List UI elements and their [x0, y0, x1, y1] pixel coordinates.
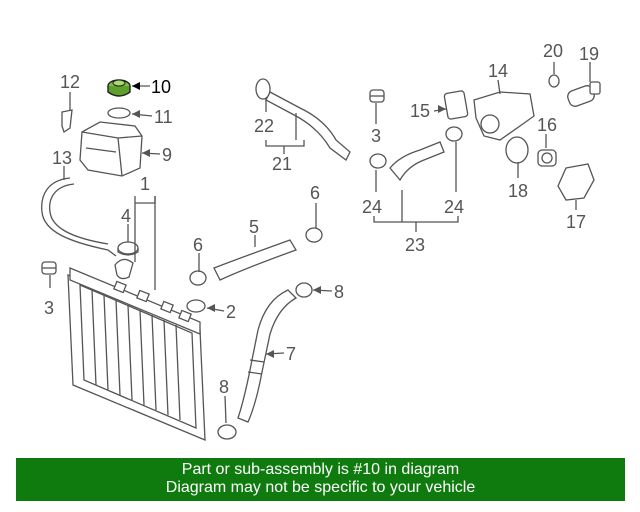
callout-8-right[interactable]: 8: [334, 282, 344, 302]
callout-15[interactable]: 15: [410, 101, 430, 121]
callouts: 1 2 3 3 4 5 6 6 7 8 8 9 10 11 12 13 14 1…: [44, 41, 599, 397]
radiator-mount-left[interactable]: [41, 261, 57, 275]
lower-radiator-hose[interactable]: [237, 289, 298, 423]
bypass-hose[interactable]: [389, 141, 445, 182]
callout-12[interactable]: 12: [60, 72, 80, 92]
callout-6-left[interactable]: 6: [193, 235, 203, 255]
callout-1[interactable]: 1: [140, 174, 150, 194]
callout-19[interactable]: 19: [579, 44, 599, 64]
housing-gasket[interactable]: [443, 90, 469, 120]
temperature-sensor[interactable]: [566, 81, 601, 108]
coolant-pipe[interactable]: [265, 91, 351, 161]
callout-24-right[interactable]: 24: [444, 197, 464, 217]
callout-2[interactable]: 2: [226, 302, 236, 322]
callout-10-highlighted[interactable]: 10: [151, 77, 171, 97]
callout-5[interactable]: 5: [249, 217, 259, 237]
hose-clamp-6-upper[interactable]: [305, 227, 323, 243]
thermostat[interactable]: [537, 149, 557, 167]
arrowheads: [132, 82, 446, 358]
thermostat-housing[interactable]: [557, 163, 595, 201]
callout-17[interactable]: 17: [566, 212, 586, 232]
hose-clamp-8-lower[interactable]: [217, 424, 237, 440]
upper-radiator-hose[interactable]: [213, 239, 297, 281]
sensor-washer[interactable]: [548, 74, 560, 88]
banner-line-1: Part or sub-assembly is #10 in diagram: [181, 461, 460, 478]
callout-3-left[interactable]: 3: [44, 298, 54, 318]
callout-3-right[interactable]: 3: [371, 126, 381, 146]
pipe-o-ring[interactable]: [255, 78, 271, 100]
callout-24-left[interactable]: 24: [362, 197, 382, 217]
callout-7[interactable]: 7: [286, 344, 296, 364]
reservoir-o-ring[interactable]: [107, 107, 131, 119]
callout-8-bottom[interactable]: 8: [219, 377, 229, 397]
callout-16[interactable]: 16: [537, 115, 557, 135]
callout-22[interactable]: 22: [254, 116, 274, 136]
reservoir-cap-highlighted[interactable]: [107, 79, 131, 97]
banner-line-2: Diagram may not be specific to your vehi…: [165, 479, 476, 496]
thermostat-gasket[interactable]: [505, 136, 529, 164]
hose-clamp-2[interactable]: [186, 299, 206, 313]
callout-23[interactable]: 23: [405, 235, 425, 255]
callout-21[interactable]: 21: [272, 154, 292, 174]
callout-9[interactable]: 9: [162, 145, 172, 165]
radiator-mount-right[interactable]: [369, 89, 385, 103]
callout-13[interactable]: 13: [52, 148, 72, 168]
reservoir-bracket[interactable]: [61, 109, 73, 134]
hose-clamp-24-left[interactable]: [369, 153, 387, 169]
callout-11[interactable]: 11: [154, 107, 173, 127]
overflow-hose[interactable]: [41, 177, 117, 257]
hose-clamp-8-upper[interactable]: [295, 282, 313, 298]
hose-clamp-24-right[interactable]: [445, 126, 463, 142]
callout-6-right[interactable]: 6: [310, 183, 320, 203]
callout-18[interactable]: 18: [508, 181, 528, 201]
callout-4[interactable]: 4: [121, 206, 131, 226]
hose-clamp-6-lower[interactable]: [189, 270, 207, 286]
info-banner: Part or sub-assembly is #10 in diagram D…: [16, 458, 625, 501]
coolant-reservoir[interactable]: [79, 121, 143, 177]
water-outlet-housing[interactable]: [473, 91, 535, 141]
callout-14[interactable]: 14: [488, 61, 508, 81]
callout-20[interactable]: 20: [543, 41, 563, 61]
radiator[interactable]: [67, 258, 206, 441]
